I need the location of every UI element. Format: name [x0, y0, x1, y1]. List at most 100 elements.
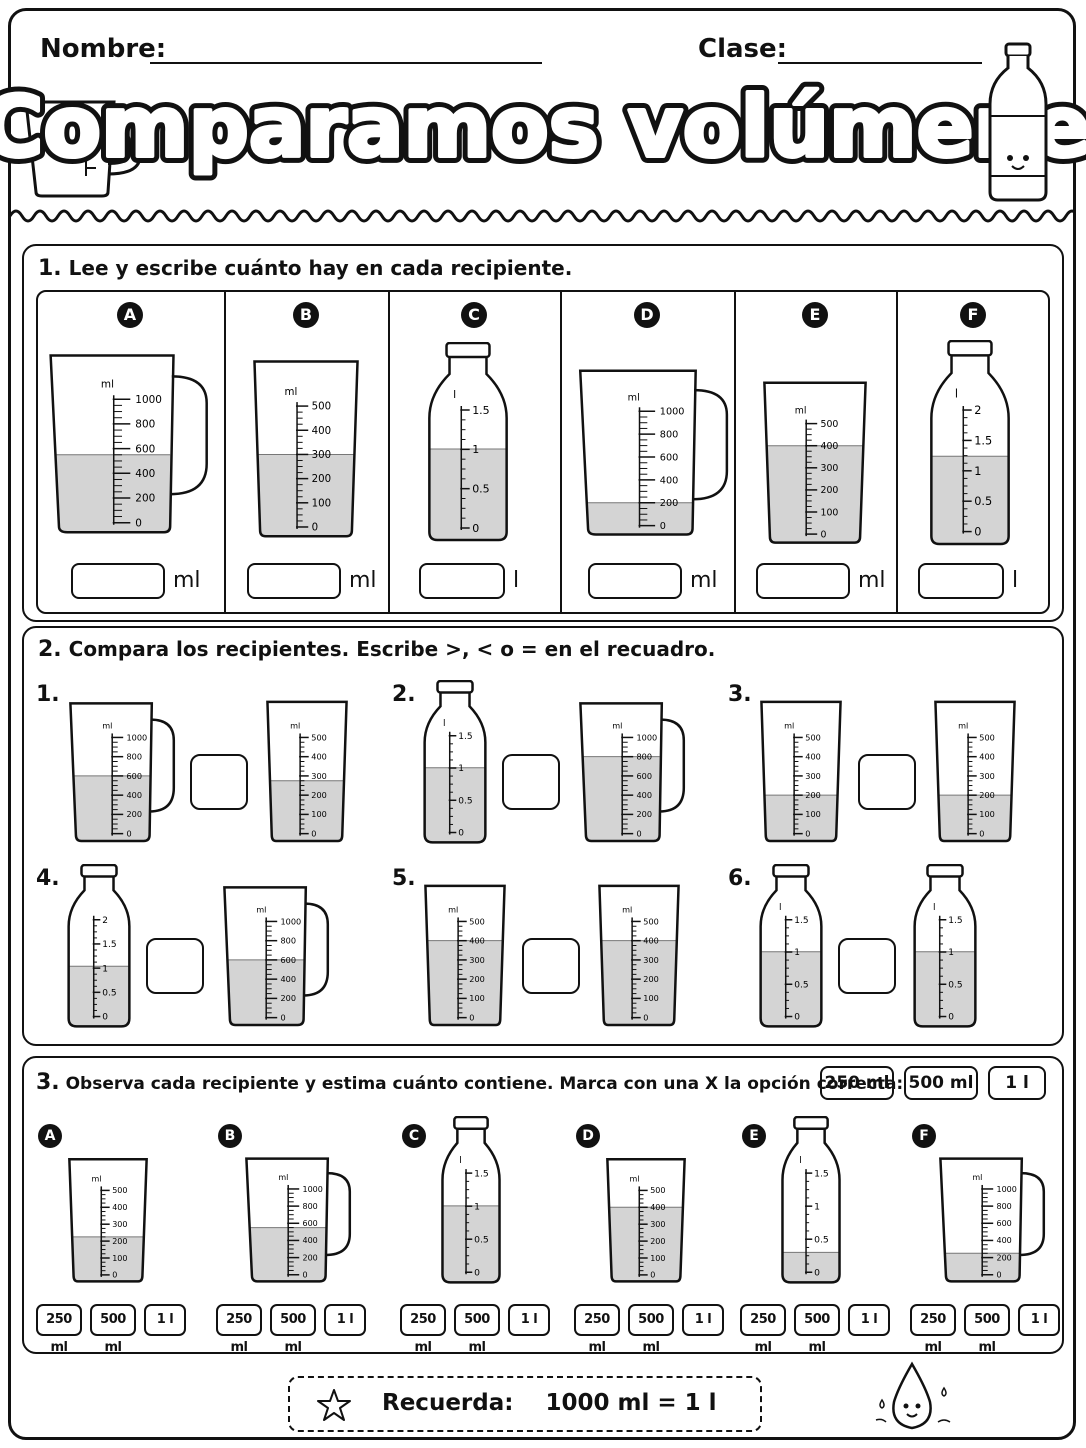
- comparison-number: 3.: [728, 682, 752, 707]
- name-field[interactable]: [150, 62, 542, 64]
- answer-unit-label: ml: [858, 568, 886, 593]
- scale-tick-label: 100: [805, 809, 821, 819]
- column-divider: [224, 292, 226, 612]
- comparison-answer-box[interactable]: [522, 938, 580, 994]
- comparison-answer-box[interactable]: [858, 754, 916, 810]
- option-1l[interactable]: 1 l: [508, 1304, 550, 1336]
- scale-tick-label: 0.5: [102, 988, 116, 998]
- liquid-level: [69, 1236, 147, 1282]
- scale-tick-label: 1.5: [474, 1168, 489, 1179]
- scale-tick-label: 500: [805, 732, 821, 742]
- scale-tick-label: 1000: [997, 1185, 1017, 1194]
- answer-input[interactable]: [247, 563, 341, 599]
- scale-tick-label: 0.5: [974, 494, 992, 508]
- comparison-answer-box[interactable]: [502, 754, 560, 810]
- scale-tick-label: 1.5: [472, 404, 490, 417]
- liquid-level: [50, 454, 174, 533]
- scale-tick-label: 600: [997, 1219, 1012, 1228]
- option-1l[interactable]: 1 l: [1018, 1304, 1060, 1336]
- comparison-answer-box[interactable]: [838, 938, 896, 994]
- option-1l[interactable]: 1 l: [848, 1304, 890, 1336]
- scale-tick-label: 600: [281, 955, 297, 965]
- class-field[interactable]: [778, 62, 982, 64]
- liquid-level: [940, 1253, 1022, 1282]
- scale-tick-label: 400: [979, 752, 995, 762]
- header-option-500ml: 500 ml: [904, 1066, 978, 1100]
- scale-tick-label: 800: [660, 430, 678, 441]
- scale-unit-label: ml: [102, 720, 112, 730]
- comparison-answer-box[interactable]: [190, 754, 248, 810]
- scale-unit-label: ml: [101, 379, 114, 391]
- comparison-answer-box[interactable]: [146, 938, 204, 994]
- scale-tick-label: 300: [643, 955, 659, 965]
- scale-tick-label: 200: [821, 485, 839, 496]
- option-250ml[interactable]: 250 ml: [216, 1304, 262, 1355]
- option-250ml[interactable]: 250 ml: [574, 1304, 620, 1355]
- scale-unit-label: l: [955, 387, 958, 401]
- scale-tick-label: 500: [112, 1186, 127, 1195]
- option-500ml[interactable]: 500 ml: [964, 1304, 1010, 1355]
- page-title: Comparamos volúmenes Comparamos volúmene…: [0, 78, 1086, 183]
- option-500ml[interactable]: 500 ml: [454, 1304, 500, 1355]
- item-letter-badge: B: [218, 1124, 242, 1148]
- scale-tick-label: 400: [303, 1236, 318, 1245]
- scale-tick-label: 300: [312, 450, 332, 461]
- scale-tick-label: 300: [821, 463, 839, 474]
- scale-tick-label: 800: [637, 752, 653, 762]
- scale-tick-label: 300: [469, 955, 485, 965]
- scale-tick-label: 100: [311, 809, 327, 819]
- scale-tick-label: 600: [135, 443, 155, 455]
- option-250ml[interactable]: 250 ml: [740, 1304, 786, 1355]
- section-3-title: 3. Observa cada recipiente y estima cuán…: [36, 1070, 904, 1095]
- section-1: [22, 244, 1064, 622]
- item-letter-badge: A: [117, 302, 143, 328]
- scale-tick-label: 600: [660, 452, 678, 463]
- answer-input[interactable]: [588, 563, 682, 599]
- option-1l[interactable]: 1 l: [682, 1304, 724, 1336]
- scale-tick-label: 0: [135, 517, 142, 529]
- scale-tick-label: 1.5: [948, 916, 962, 926]
- scale-tick-label: 200: [643, 974, 659, 984]
- scale-tick-label: 1: [948, 948, 954, 958]
- scale-tick-label: 400: [135, 468, 155, 480]
- option-500ml[interactable]: 500 ml: [628, 1304, 674, 1355]
- answer-input[interactable]: [419, 563, 505, 599]
- scale-tick-label: 300: [650, 1220, 665, 1229]
- scale-tick-label: 1: [814, 1201, 820, 1212]
- liquid-level: [580, 502, 696, 535]
- option-250ml[interactable]: 250 ml: [400, 1304, 446, 1355]
- scale-tick-label: 1: [102, 964, 108, 974]
- answer-unit-label: l: [513, 568, 520, 593]
- scale-tick-label: 1000: [637, 732, 658, 742]
- option-500ml[interactable]: 500 ml: [90, 1304, 136, 1355]
- scale-tick-label: 0: [974, 525, 981, 539]
- option-250ml[interactable]: 250 ml: [910, 1304, 956, 1355]
- bottle-icon: l1.510.50: [759, 864, 823, 1028]
- bottle-icon: l1.510.50: [428, 342, 508, 542]
- option-250ml[interactable]: 250 ml: [36, 1304, 82, 1355]
- scale-tick-label: 0: [127, 828, 132, 838]
- scale-tick-label: 0: [102, 1013, 108, 1023]
- scale-tick-label: 1000: [127, 732, 148, 742]
- scale-tick-label: 200: [979, 790, 995, 800]
- scale-tick-label: 400: [643, 936, 659, 946]
- answer-input[interactable]: [918, 563, 1004, 599]
- option-500ml[interactable]: 500 ml: [270, 1304, 316, 1355]
- scale-tick-label: 2: [974, 403, 981, 417]
- answer-input[interactable]: [756, 563, 850, 599]
- item-letter-badge: C: [461, 302, 487, 328]
- option-500ml[interactable]: 500 ml: [794, 1304, 840, 1355]
- option-1l[interactable]: 1 l: [144, 1304, 186, 1336]
- bottle-icon: 21.510.50: [67, 864, 131, 1028]
- option-1l[interactable]: 1 l: [324, 1304, 366, 1336]
- scale-tick-label: 400: [805, 752, 821, 762]
- scale-tick-label: 0: [303, 1271, 308, 1280]
- answer-input[interactable]: [71, 563, 165, 599]
- scale-tick-label: 200: [112, 1237, 127, 1246]
- scale-unit-label: ml: [290, 720, 300, 730]
- answer-unit-label: ml: [173, 568, 201, 593]
